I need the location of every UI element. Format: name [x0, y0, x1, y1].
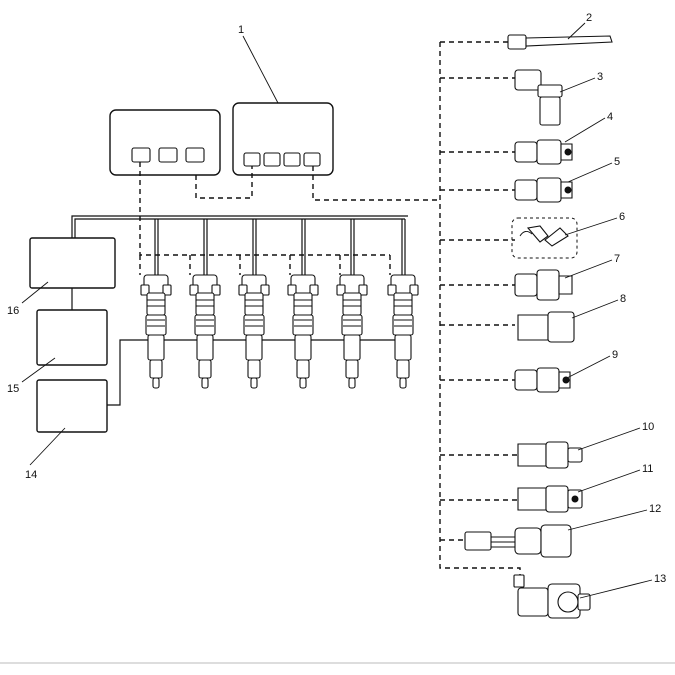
injector-harness	[139, 162, 391, 275]
sensor-12	[464, 524, 572, 558]
callout-14: 14	[25, 469, 37, 481]
box-component-15	[36, 309, 108, 366]
callout-8: 8	[620, 293, 626, 305]
callout-16: 16	[7, 305, 19, 317]
fuel-injector	[189, 274, 221, 389]
fuel-injector	[238, 274, 270, 389]
callout-11: 11	[642, 463, 653, 475]
pressure-sensor-5	[514, 177, 573, 203]
pressure-sensor-9	[514, 367, 571, 393]
fuel-injector	[287, 274, 319, 389]
ecm-link-harness	[195, 166, 253, 199]
box-component-14	[36, 379, 108, 433]
fuel-injector	[336, 274, 368, 389]
control-valve-13	[513, 574, 591, 619]
callout-1: 1	[238, 24, 244, 36]
temperature-probe-sensor	[507, 34, 613, 50]
sensor-8	[517, 311, 575, 343]
callout-5: 5	[614, 156, 620, 168]
callout-12: 12	[649, 503, 661, 515]
callout-7: 7	[614, 253, 620, 265]
callout-6: 6	[619, 211, 625, 223]
leader-lines	[21, 22, 653, 599]
sensor-10	[517, 441, 583, 469]
fuel-injector	[140, 274, 172, 389]
fuel-injector	[387, 274, 419, 389]
callout-4: 4	[607, 111, 613, 123]
pressure-sensor-4	[514, 139, 573, 165]
fuel-rail	[71, 215, 408, 275]
callout-15: 15	[7, 383, 19, 395]
callout-3: 3	[597, 71, 603, 83]
callout-9: 9	[612, 349, 618, 361]
ecm-module-left	[109, 109, 221, 176]
sensor-harness-feed	[312, 166, 440, 201]
return-line	[107, 339, 410, 406]
callout-13: 13	[654, 573, 666, 585]
sensor-harness	[439, 41, 521, 575]
box-component-16	[29, 237, 116, 289]
sensor-11	[517, 485, 583, 513]
switch-sensor-6	[511, 217, 578, 259]
speed-timing-sensor	[514, 69, 563, 126]
ecm-module-right	[232, 102, 334, 176]
callout-10: 10	[642, 421, 654, 433]
sensor-7	[514, 269, 573, 301]
callout-2: 2	[586, 12, 592, 24]
